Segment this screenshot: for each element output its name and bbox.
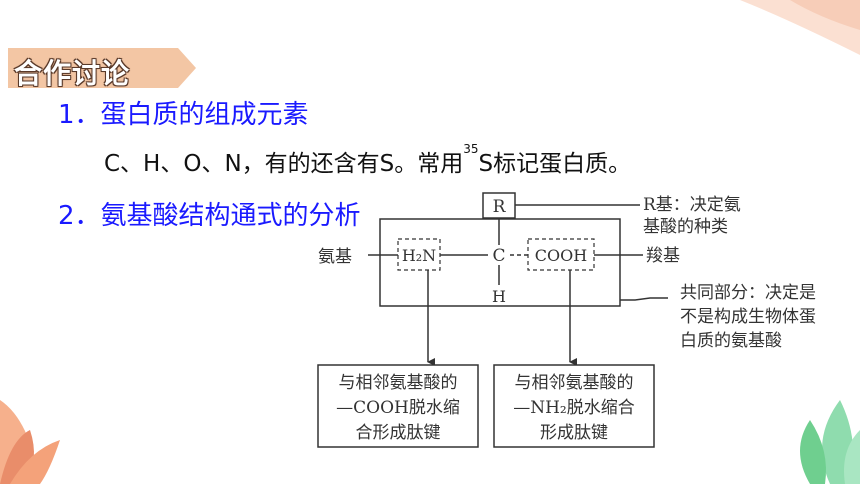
r-group-label: R <box>493 197 507 217</box>
elements-text-end: S标记蛋白质。 <box>478 151 632 177</box>
amino-group: H₂N <box>402 246 436 265</box>
carboxyl-label: 羧基 <box>646 246 680 266</box>
section-badge: 合作讨论 <box>14 57 131 90</box>
amino-peptide-line2: —COOH脱水缩 <box>336 398 460 418</box>
elements-sentence: C、H、O、N，有的还含有S。常用35S标记蛋白质。 <box>104 142 632 178</box>
carboxyl-group: COOH <box>535 246 587 265</box>
r-group-note-line2: 基酸的种类 <box>643 217 728 237</box>
heading-composition-elements: 1．蛋白质的组成元素 <box>58 100 309 130</box>
heading-structure-analysis: 2．氨基酸结构通式的分析 <box>58 201 361 231</box>
carboxyl-peptide-box <box>493 364 655 448</box>
amino-peptide-line1: 与相邻氨基酸的 <box>339 373 458 393</box>
carboxyl-group-dashed-box <box>527 238 595 271</box>
r-group-note-line1: R基：决定氨 <box>643 195 741 215</box>
isotope-superscript: 35 <box>463 142 479 156</box>
amino-label: 氨基 <box>318 247 352 267</box>
hydrogen-atom: H <box>492 287 506 306</box>
amino-peptide-box <box>317 364 479 448</box>
carboxyl-peptide-line1: 与相邻氨基酸的 <box>515 373 634 393</box>
common-part-note-line3: 白质的氨基酸 <box>680 331 782 351</box>
amino-peptide-line3: 合形成肽键 <box>356 423 441 443</box>
common-part-note-line2: 不是构成生物体蛋 <box>680 307 816 327</box>
common-part-note-line1: 共同部分：决定是 <box>680 283 816 303</box>
common-part-box <box>379 218 621 307</box>
carboxyl-peptide-line3: 形成肽键 <box>540 423 608 443</box>
carboxyl-peptide-line2: —NH₂脱水缩合 <box>513 398 635 418</box>
central-carbon: C <box>492 246 505 266</box>
section-badge-shape <box>8 48 196 88</box>
elements-text: C、H、O、N，有的还含有S。常用 <box>104 151 464 177</box>
